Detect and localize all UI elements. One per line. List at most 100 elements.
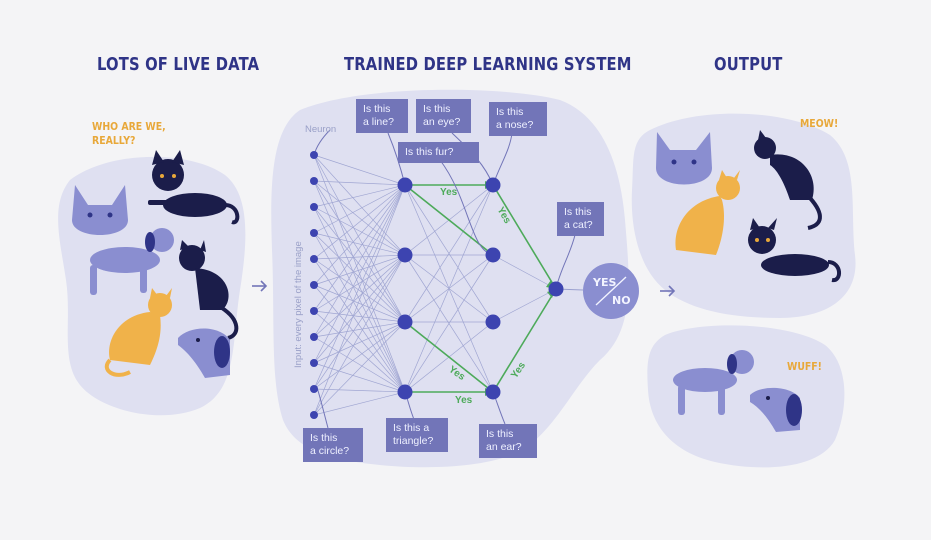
input-axis-label: Input: every pixel of the image xyxy=(293,241,304,368)
connection xyxy=(313,232,406,393)
connection xyxy=(313,206,406,256)
connection xyxy=(313,232,406,323)
connection xyxy=(313,184,406,312)
connection xyxy=(313,180,406,256)
connection xyxy=(313,180,406,186)
hidden-neuron-layer2 xyxy=(485,177,501,193)
connection xyxy=(313,180,406,323)
heading-output: OUTPUT xyxy=(714,54,783,75)
output-blue-dog-illustration xyxy=(673,350,754,415)
hidden-neuron-layer2 xyxy=(485,384,501,400)
flow-arrow-left xyxy=(252,280,268,292)
dog-head-illustration xyxy=(178,328,230,378)
connection xyxy=(313,184,406,416)
connection xyxy=(313,154,406,186)
connection xyxy=(313,362,406,393)
hidden-neuron-layer2 xyxy=(485,247,501,263)
yes-label-top: Yes xyxy=(440,187,458,198)
connection xyxy=(313,184,406,208)
connection xyxy=(313,391,406,416)
output-blue-cat-face-illustration xyxy=(656,132,712,185)
connection xyxy=(313,284,406,393)
connection xyxy=(313,321,406,338)
output-neuron xyxy=(548,281,564,297)
heading-deep-learning-system: TRAINED DEEP LEARNING SYSTEM xyxy=(344,54,632,75)
connection xyxy=(313,184,406,338)
connection xyxy=(313,184,406,390)
yes-label-bottom: Yes xyxy=(455,395,473,406)
input-neuron xyxy=(310,359,318,367)
input-neuron xyxy=(310,411,318,419)
question-box-cat: Is this a cat? xyxy=(557,202,604,236)
connection xyxy=(313,258,406,393)
connection xyxy=(313,254,406,364)
connection xyxy=(313,321,406,390)
connection xyxy=(313,321,406,416)
connection xyxy=(404,184,494,393)
neuron-label: Neuron xyxy=(305,124,337,135)
connection xyxy=(313,184,406,260)
connection xyxy=(313,254,406,286)
question-box-ear: Is this an ear? xyxy=(479,424,537,458)
hidden-neuron-layer1 xyxy=(397,384,413,400)
connections-input-hidden1 xyxy=(313,154,406,416)
input-neuron xyxy=(310,255,318,263)
connection xyxy=(313,232,406,256)
heading-live-data: LOTS OF LIVE DATA xyxy=(97,54,260,75)
hidden-neuron-layer1 xyxy=(397,177,413,193)
connection xyxy=(313,184,406,364)
sitting-black-cat-illustration xyxy=(179,240,239,340)
connection xyxy=(313,254,406,338)
connection xyxy=(313,254,406,416)
connection xyxy=(313,310,406,393)
output-orange-cat-illustration xyxy=(675,170,740,255)
input-neuron xyxy=(310,151,318,159)
connection xyxy=(313,254,406,312)
activated-paths xyxy=(404,184,557,393)
connection xyxy=(313,310,406,323)
blue-dog-illustration xyxy=(90,228,174,295)
question-box-circle: Is this a circle? xyxy=(303,428,363,462)
input-neuron xyxy=(310,385,318,393)
callout-who-are-we: WHO ARE WE, REALLY? xyxy=(92,120,166,147)
hidden-neuron-layer2 xyxy=(485,314,501,330)
blue-cat-face-illustration xyxy=(72,185,128,235)
connection xyxy=(313,154,406,256)
output-dog-head-illustration xyxy=(750,387,802,432)
connection xyxy=(404,184,494,323)
input-neuron xyxy=(310,203,318,211)
connection xyxy=(313,336,406,393)
hidden-neuron-layer1 xyxy=(397,314,413,330)
connection xyxy=(492,254,557,290)
question-box-eye: Is this an eye? xyxy=(416,99,471,133)
input-neuron xyxy=(310,229,318,237)
question-box-fur: Is this fur? xyxy=(398,142,479,163)
connection xyxy=(492,288,557,323)
connections-hidden1-hidden2 xyxy=(404,184,494,393)
flow-arrow-right xyxy=(660,285,676,297)
neurons xyxy=(310,151,564,419)
output-yes-label: YES xyxy=(593,276,617,289)
orange-cat-illustration xyxy=(104,288,172,377)
connection xyxy=(313,184,406,234)
connection xyxy=(313,254,406,390)
connection xyxy=(313,154,406,323)
output-no-label: NO xyxy=(612,294,631,307)
network-blob xyxy=(271,89,629,468)
input-neuron xyxy=(310,281,318,289)
connection xyxy=(313,284,406,323)
connection xyxy=(313,206,406,323)
connection xyxy=(313,184,406,286)
question-box-line: Is this a line? xyxy=(356,99,408,133)
output-dog-blob xyxy=(647,325,845,468)
input-neuron xyxy=(310,333,318,341)
hidden-neuron-layer1 xyxy=(397,247,413,263)
output-black-cat-lying-illustration xyxy=(748,218,841,283)
black-cat-illustration xyxy=(148,150,240,225)
connection xyxy=(313,258,406,323)
question-box-triangle: Is this a triangle? xyxy=(386,418,448,452)
connection xyxy=(313,254,406,260)
callout-wuff: WUFF! xyxy=(787,360,822,373)
